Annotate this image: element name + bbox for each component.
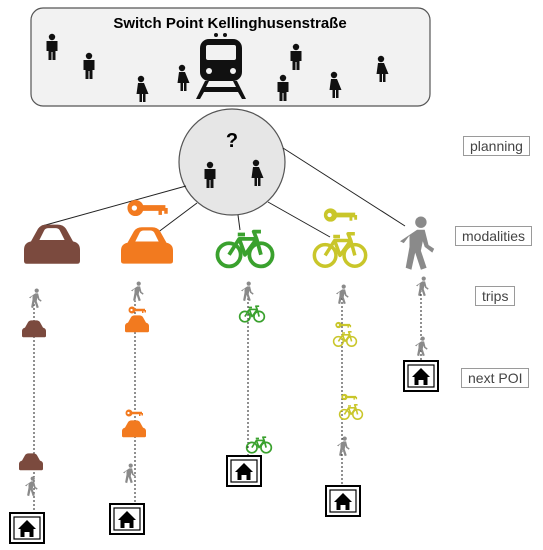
- key-icon: [335, 321, 352, 329]
- home-icon: [109, 503, 145, 535]
- bike-icon: [332, 331, 358, 347]
- walker-icon: [29, 288, 42, 309]
- planning-hub: [178, 108, 286, 216]
- walker-icon: [25, 476, 38, 497]
- label-planning: planning: [463, 136, 530, 156]
- label-trips: trips: [475, 286, 516, 306]
- bike-icon: [338, 404, 364, 420]
- car-icon: [125, 315, 149, 333]
- walker-icon: [131, 281, 144, 302]
- home-icon: [403, 360, 439, 392]
- branch-lines: [41, 147, 406, 238]
- home-icon: [325, 485, 361, 517]
- key-icon: [127, 199, 168, 217]
- train-icon: [196, 33, 246, 99]
- bike-icon: [312, 232, 368, 268]
- walker-icon: [400, 216, 435, 270]
- walker-icon: [123, 463, 136, 484]
- home-icon: [226, 455, 262, 487]
- question-mark: ?: [226, 130, 238, 152]
- bike-icon: [215, 229, 275, 269]
- walker-icon: [336, 284, 349, 305]
- walker-icon: [337, 436, 350, 457]
- car-icon: [122, 420, 146, 438]
- walker-icon: [415, 336, 428, 357]
- bike-icon: [238, 305, 266, 323]
- car-icon: [19, 453, 43, 471]
- key-icon: [125, 409, 143, 417]
- key-icon: [128, 306, 146, 314]
- station-title: Switch Point Kellinghusenstraße: [113, 15, 346, 32]
- key-icon: [323, 208, 358, 222]
- car-icon: [22, 320, 46, 338]
- walker-icon: [241, 281, 254, 302]
- walker-icon: [416, 276, 429, 297]
- label-next-poi: next POI: [461, 368, 530, 388]
- label-modalities: modalities: [455, 226, 533, 246]
- bike-icon: [245, 436, 273, 454]
- key-icon: [341, 393, 358, 401]
- home-icon: [9, 512, 45, 544]
